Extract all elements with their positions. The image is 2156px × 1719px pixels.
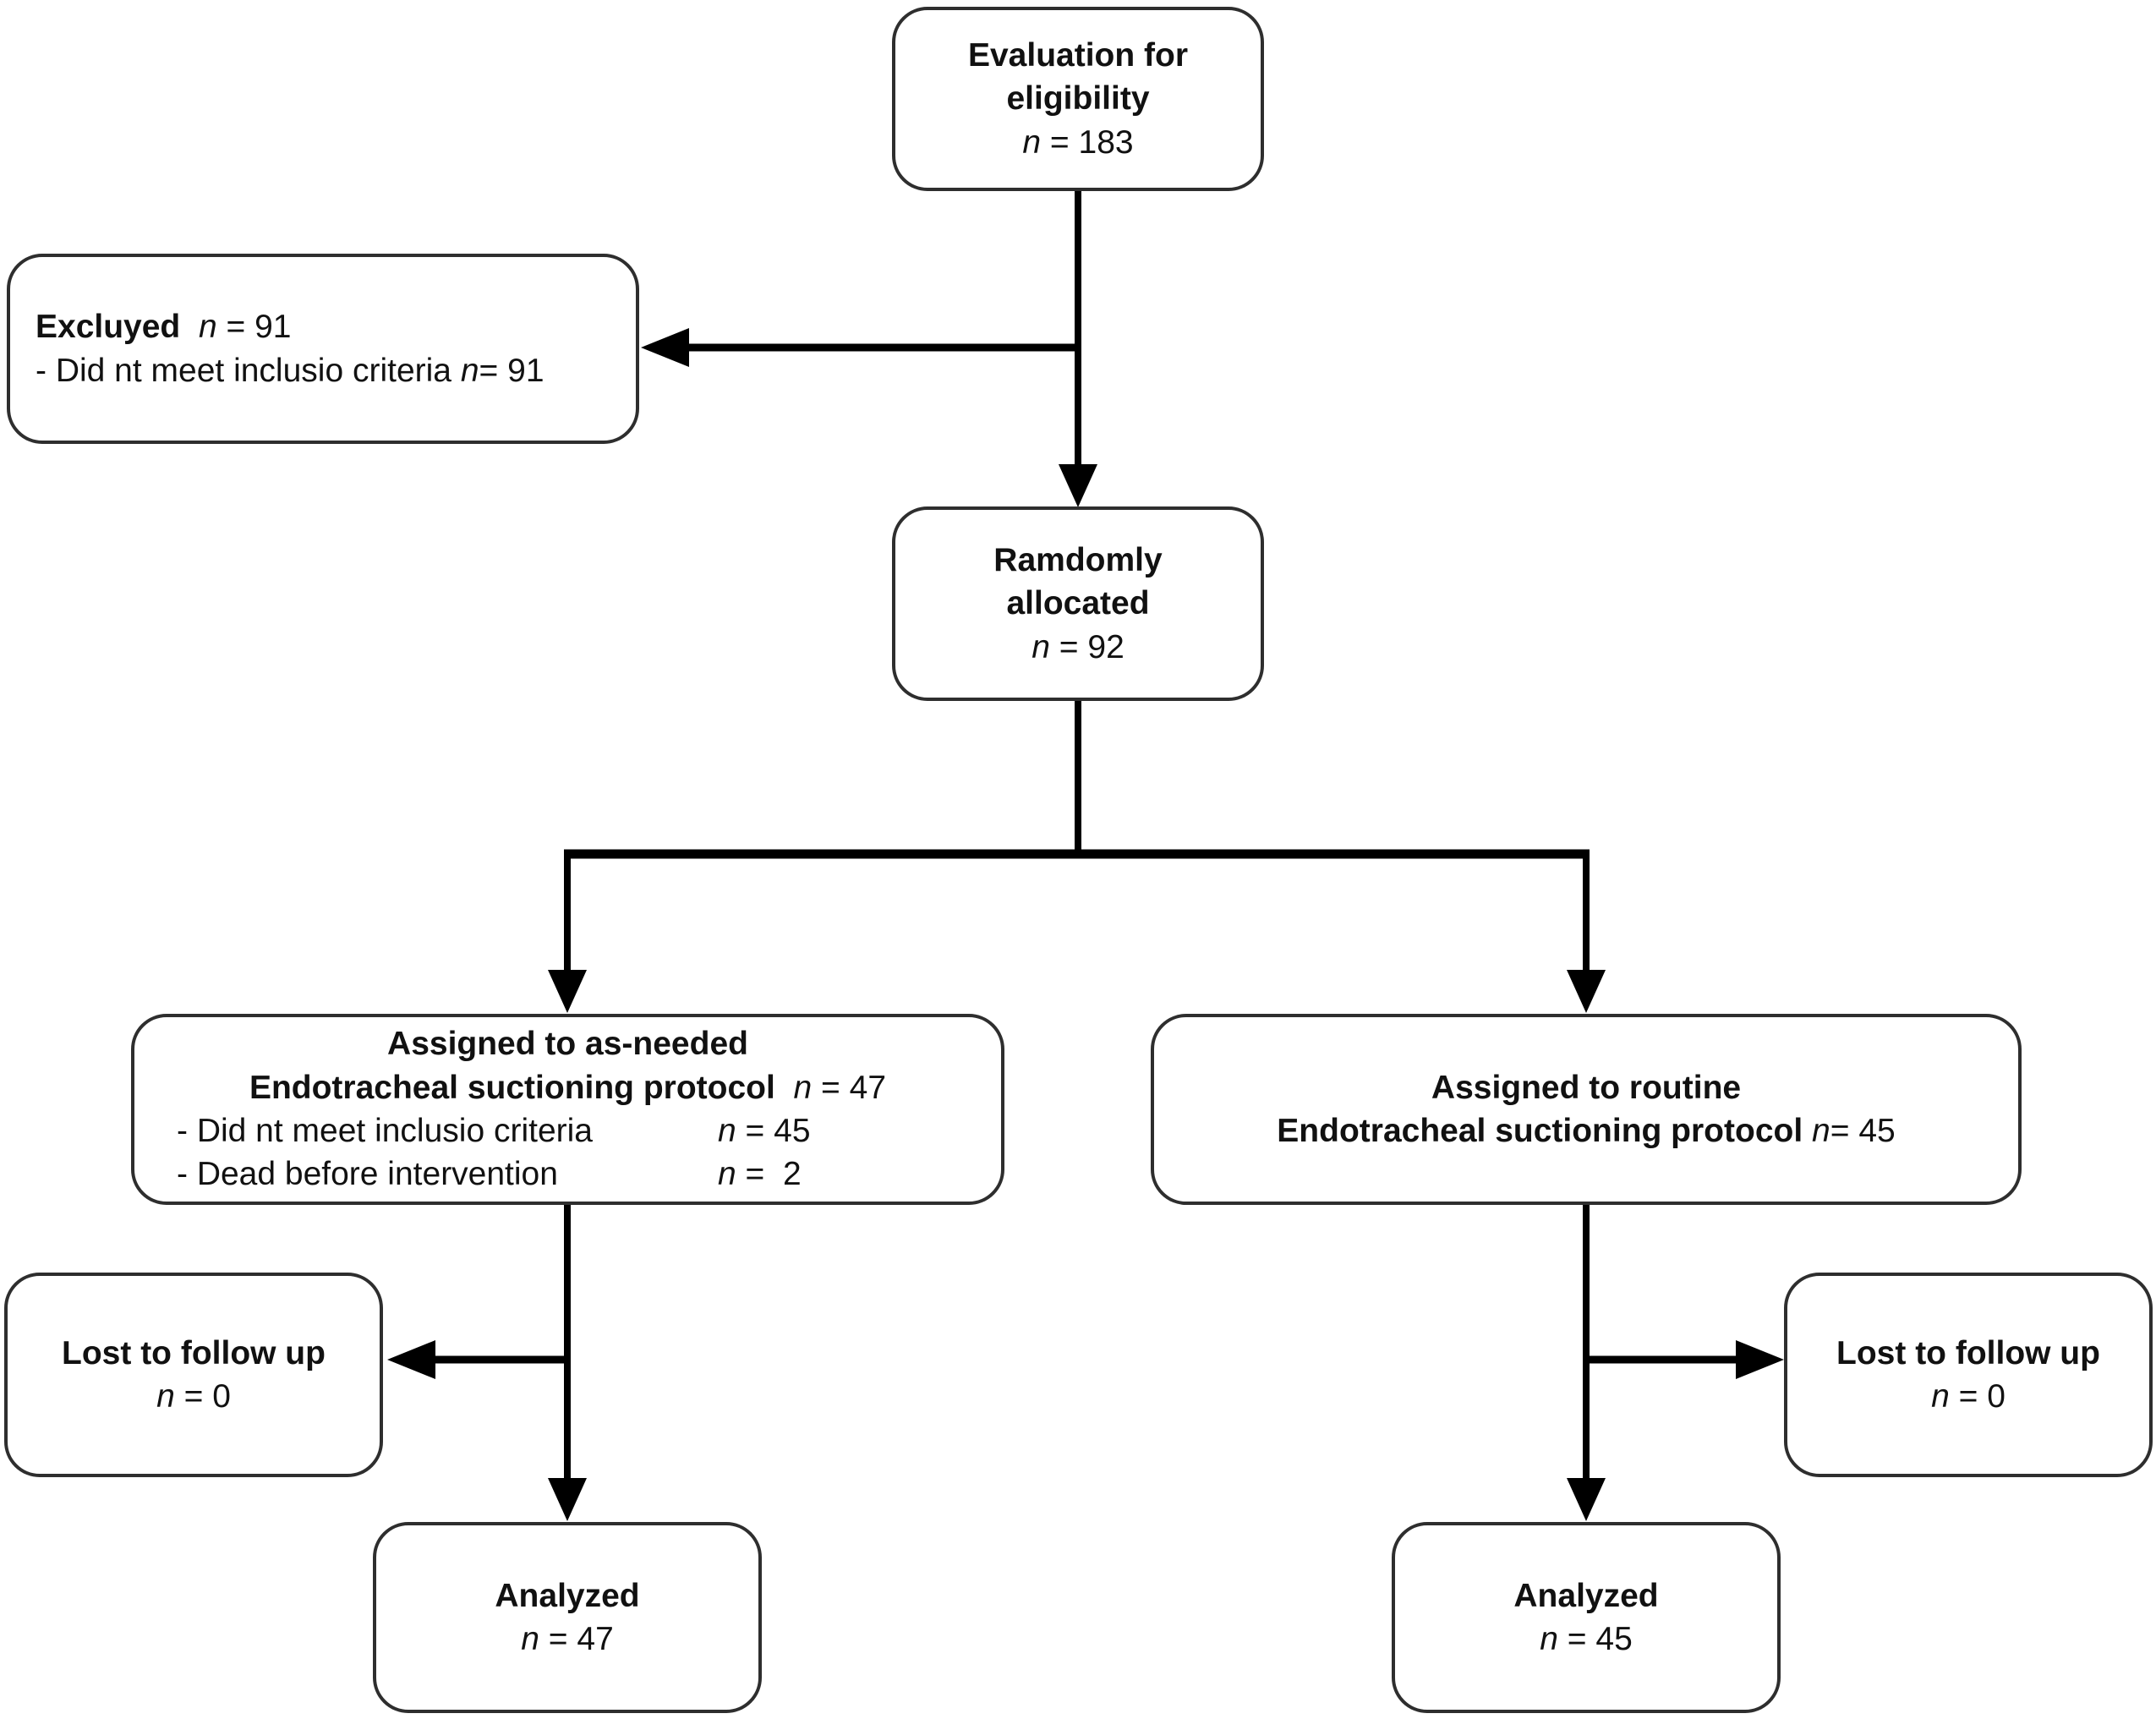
box-title: Excluyed n = 91 <box>36 309 292 346</box>
arrowhead-left-icon <box>641 328 689 367</box>
assigned-routine-box: Assigned to routine Endotracheal suction… <box>1151 1014 2022 1205</box>
box-title: eligibility <box>1006 80 1150 118</box>
box-title: Analyzed <box>495 1577 640 1614</box>
arrowhead-right-icon <box>1736 1340 1784 1379</box>
box-title: Endotracheal suctioning protocol n= 45 <box>1277 1113 1896 1149</box>
n-count: n = 45 <box>1540 1621 1633 1657</box>
connector-to-lost-left <box>387 1340 571 1379</box>
lost-followup-left-box: Lost to follow up n = 0 <box>4 1273 383 1477</box>
exclusion-reason: - Did nt meet inclusio criteria n = 45 <box>134 1109 1001 1152</box>
box-title: Evaluation for <box>967 36 1189 74</box>
exclusion-reason: - Did nt meet inclusio criteria n= 91 <box>36 352 544 389</box>
connector-to-lost-right <box>1583 1340 1784 1379</box>
excluded-box: Excluyed n = 91 - Did nt meet inclusio c… <box>7 254 639 444</box>
arrowhead-down-icon <box>1567 1478 1606 1521</box>
randomized-box: Ramdomly allocated n = 92 <box>892 506 1264 701</box>
arrowhead-down-icon <box>548 970 587 1013</box>
box-title: Ramdomly <box>993 541 1163 578</box>
arrowhead-down-icon <box>1567 970 1606 1013</box>
box-title: Assigned to routine <box>1431 1069 1742 1106</box>
connector-eligibility-to-randomized <box>1059 191 1097 507</box>
assigned-asneeded-box: Assigned to as-needed Endotracheal sucti… <box>131 1014 1004 1205</box>
exclusion-reason: - Dead before intervention n = 2 <box>134 1152 1001 1196</box>
analyzed-right-box: Analyzed n = 45 <box>1392 1522 1781 1713</box>
arrowhead-left-icon <box>387 1340 435 1379</box>
n-count: n = 92 <box>1031 628 1125 665</box>
box-title: Lost to follow up <box>62 1334 326 1371</box>
lost-followup-right-box: Lost to follow up n = 0 <box>1784 1273 2153 1477</box>
arrowhead-down-icon <box>548 1478 587 1521</box>
box-title: Lost to follow up <box>1836 1334 2100 1371</box>
arrowhead-down-icon <box>1059 464 1097 507</box>
box-title: Endotracheal suctioning protocol n = 47 <box>249 1069 887 1106</box>
n-count: n = 183 <box>1022 123 1134 161</box>
box-title: Analyzed <box>1513 1577 1659 1614</box>
box-title: allocated <box>1006 585 1150 622</box>
n-count: n = 2 <box>718 1156 802 1193</box>
connector-asneeded-to-analyzed <box>548 1205 587 1521</box>
n-count: n = 45 <box>718 1113 811 1149</box>
n-count: n = 0 <box>156 1378 231 1415</box>
n-count: n = 0 <box>1931 1378 2006 1415</box>
eligibility-box: Evaluation for eligibility n = 183 <box>892 7 1264 191</box>
box-title: Assigned to as-needed <box>387 1026 748 1063</box>
connector-to-excluded <box>641 328 1081 367</box>
n-count: n = 47 <box>521 1621 614 1657</box>
connector-routine-to-analyzed <box>1567 1205 1606 1521</box>
analyzed-left-box: Analyzed n = 47 <box>373 1522 762 1713</box>
connector-randomized-to-split <box>548 701 1606 1013</box>
